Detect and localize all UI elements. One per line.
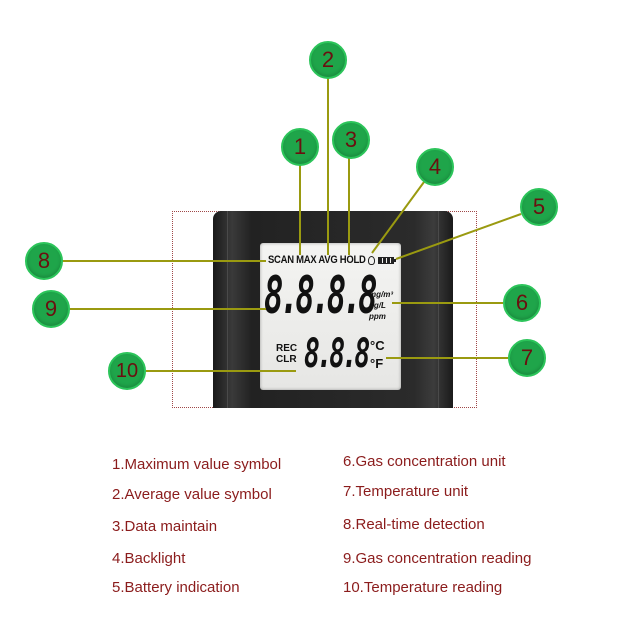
leader-5 [395,213,522,260]
legend-item-8: 8.Real-time detection [343,516,485,533]
callout-10: 10 [108,352,146,390]
gas-unit-ppm: ppm [369,312,386,321]
callout-6: 6 [503,284,541,322]
legend-item-7: 7.Temperature unit [343,483,469,500]
gas-reading: 8.8.8.8 [264,266,378,326]
temp-reading: 8.8.8 [304,331,370,377]
leader-4 [371,181,425,254]
legend-item-2: 2.Average value symbol [112,486,272,503]
legend-item-5: 5.Battery indication [112,579,240,596]
temp-unit-f: °F [370,356,384,371]
lcd-screen [260,243,401,390]
callout-4: 4 [416,148,454,186]
callout-8: 8 [25,242,63,280]
mode-symbols: SCAN MAX AVG HOLD [268,254,366,266]
rec-label: REC [276,343,298,354]
callout-1: 1 [281,128,319,166]
callout-7: 7 [508,339,546,377]
legend-item-4: 4.Backlight [112,550,186,567]
callout-5: 5 [520,188,558,226]
callout-9: 9 [32,290,70,328]
temp-unit-c: °C [370,338,385,353]
callout-2: 2 [309,41,347,79]
legend-item-10: 10.Temperature reading [343,579,503,596]
gas-unit-ugl: ug/L [369,301,386,310]
legend-item-9: 9.Gas concentration reading [343,550,532,567]
clr-label: CLR [276,354,297,365]
gas-unit-mgm3: mg/m³ [369,290,393,299]
legend-item-3: 3.Data maintain [112,518,218,535]
bulb-icon [368,256,375,265]
legend-item-1: 1.Maximum value symbol [112,456,282,473]
callout-3: 3 [332,121,370,159]
battery-icon [378,257,396,264]
legend-item-6: 6.Gas concentration unit [343,453,506,470]
